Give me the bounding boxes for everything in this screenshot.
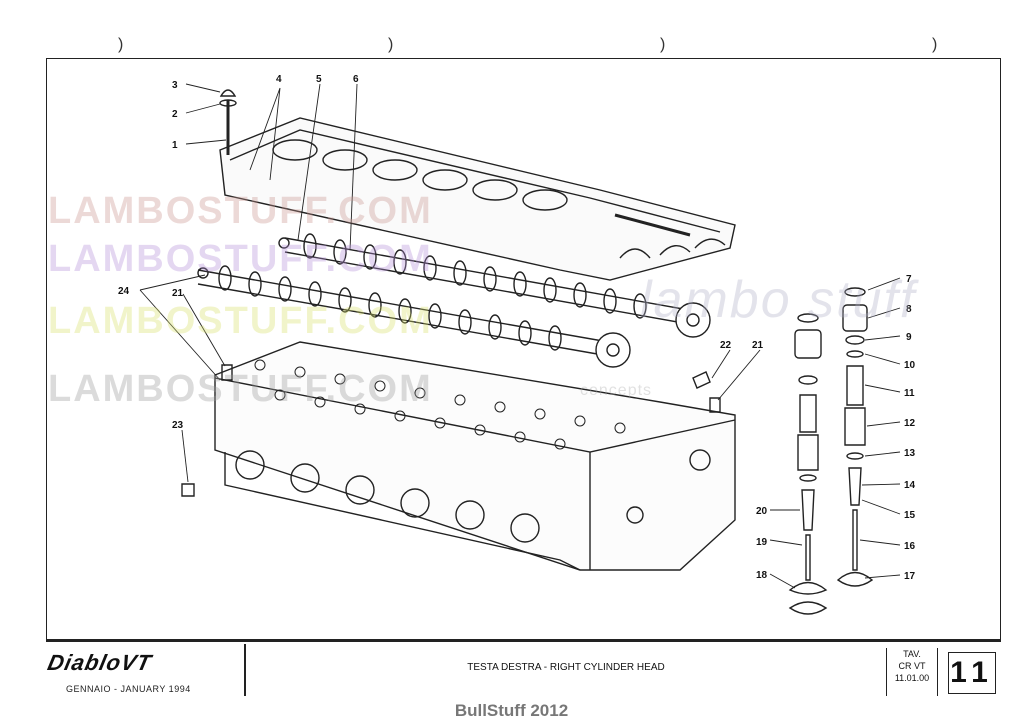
cylinder-head	[214, 341, 736, 571]
issue-date: GENNAIO - JANUARY 1994	[66, 684, 191, 694]
footer-credit: BullStuff 2012	[454, 701, 569, 720]
dowel-21-right	[709, 397, 721, 413]
valve-stack-right	[836, 287, 874, 587]
watermark-text: LAMBOSTUFF.COM	[48, 190, 433, 232]
callout-7: 7	[906, 274, 912, 285]
callout-13: 13	[904, 448, 916, 459]
dowel-21-left	[221, 364, 233, 381]
camshaft-lower	[197, 265, 631, 368]
scan-mark: )	[388, 36, 394, 53]
callout-10: 10	[904, 360, 916, 371]
watermark-text: LAMBOSTUFF.COM	[48, 238, 433, 280]
callout-1: 1	[172, 140, 178, 151]
brand-logo: DiabloVT GENNAIO - JANUARY 1994	[45, 648, 241, 696]
callout-21-right: 21	[752, 340, 764, 351]
callout-2: 2	[172, 109, 178, 120]
seal-4b	[197, 267, 209, 279]
callout-23: 23	[172, 420, 184, 431]
washer-2	[219, 99, 237, 107]
divider	[244, 644, 246, 696]
title-block: DiabloVT GENNAIO - JANUARY 1994 TESTA DE…	[45, 640, 1001, 699]
callout-9: 9	[906, 332, 912, 343]
watermark-logo: lambo stuff	[640, 271, 917, 329]
brand-name: DiabloVT	[45, 650, 155, 675]
tav-date: 11.01.00	[894, 673, 930, 683]
watermark-text: LAMBOSTUFF.COM	[48, 300, 433, 342]
tav-label: TAV.	[903, 649, 921, 659]
sheet-title: TESTA DESTRA - RIGHT CYLINDER HEAD	[467, 662, 665, 673]
callout-21-left: 21	[172, 288, 184, 299]
callout-18: 18	[756, 570, 768, 581]
callout-17: 17	[904, 571, 916, 582]
camshaft-upper	[284, 233, 711, 338]
callout-6: 6	[353, 74, 359, 85]
callout-24: 24	[118, 286, 130, 297]
callout-11: 11	[904, 388, 915, 399]
callout-16: 16	[904, 541, 916, 552]
callout-15: 15	[904, 510, 916, 521]
callout-12: 12	[904, 418, 916, 429]
scan-mark: )	[660, 36, 666, 53]
callout-5: 5	[316, 74, 322, 85]
callout-3: 3	[172, 80, 178, 91]
callout-22: 22	[720, 340, 732, 351]
watermark-tagline: concepts	[580, 382, 653, 399]
scan-mark: )	[118, 36, 124, 53]
table-number: 11	[948, 652, 996, 694]
callout-14: 14	[904, 480, 916, 491]
callout-19: 19	[756, 537, 768, 548]
callout-8: 8	[906, 304, 912, 315]
tav-code: CR VT	[898, 661, 926, 671]
callout-4: 4	[276, 74, 282, 85]
table-reference: TAV. CR VT 11.01.00	[886, 648, 938, 696]
nut-3	[219, 89, 237, 97]
seal-4a	[278, 237, 290, 249]
seal-22	[692, 371, 711, 389]
cam-cover	[219, 117, 736, 281]
watermark-text: LAMBOSTUFF.COM	[48, 368, 433, 410]
plug-23	[181, 483, 195, 497]
scan-mark: )	[932, 36, 938, 53]
callout-20: 20	[756, 506, 768, 517]
valve-stack-left	[788, 313, 828, 615]
